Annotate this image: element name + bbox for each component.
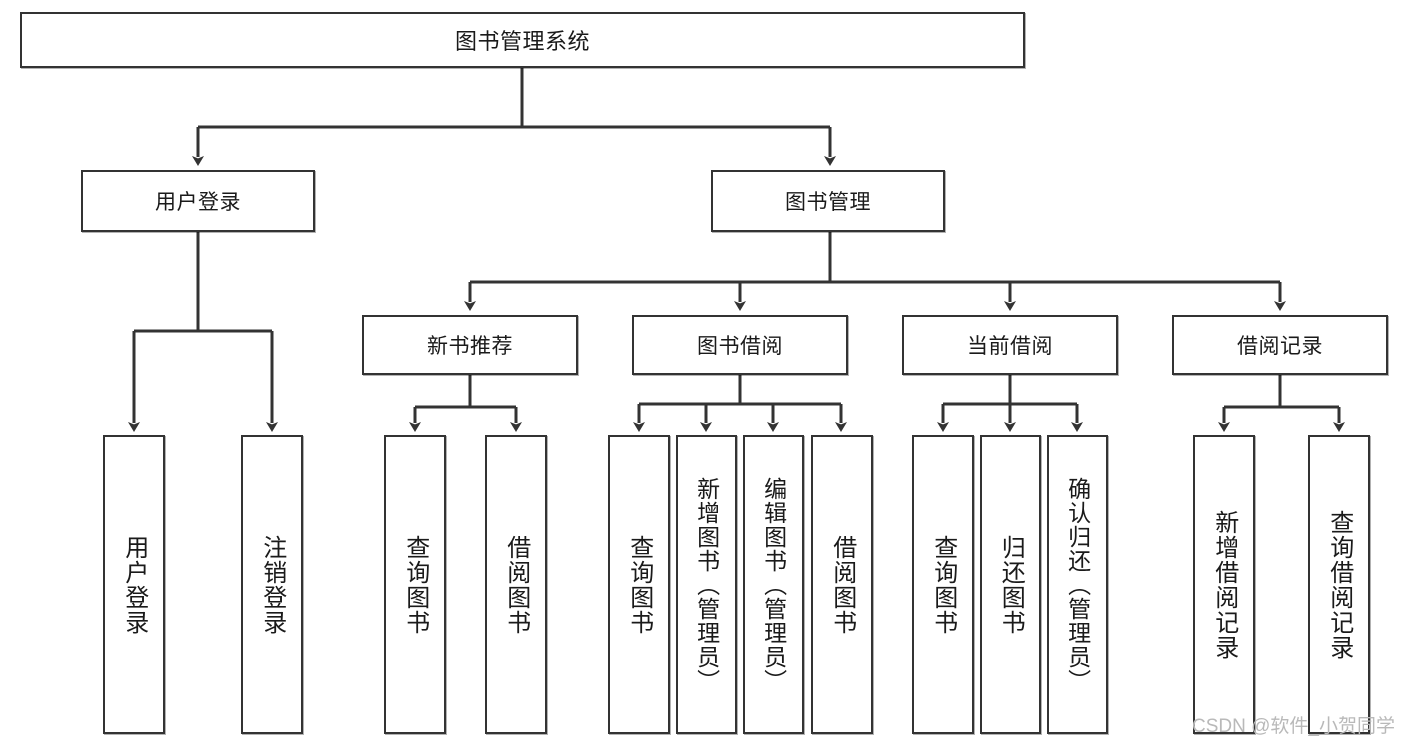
watermark: CSDN @软件_小贺同学 xyxy=(1192,716,1395,737)
node-book-borrow[interactable]: 图书借阅 xyxy=(632,315,848,375)
node-leaf-logout-login[interactable]: 注销登录 xyxy=(241,435,303,734)
node-new-book-recommend[interactable]: 新书推荐 xyxy=(362,315,578,375)
node-leaf-query-book-3[interactable]: 查询图书 xyxy=(912,435,974,734)
node-user-login[interactable]: 用户登录 xyxy=(81,170,315,232)
node-leaf-add-borrow-record[interactable]: 新增借阅记录 xyxy=(1193,435,1255,734)
node-book-management[interactable]: 图书管理 xyxy=(711,170,945,232)
node-leaf-borrow-book-1[interactable]: 借阅图书 xyxy=(485,435,547,734)
node-leaf-edit-book[interactable]: 编辑图书（管理员） xyxy=(743,435,804,734)
node-root[interactable]: 图书管理系统 xyxy=(20,12,1025,68)
node-leaf-return-book[interactable]: 归还图书 xyxy=(980,435,1041,734)
node-leaf-query-book-1[interactable]: 查询图书 xyxy=(384,435,446,734)
node-leaf-borrow-book-2[interactable]: 借阅图书 xyxy=(811,435,873,734)
node-current-borrow[interactable]: 当前借阅 xyxy=(902,315,1118,375)
node-leaf-query-book-2[interactable]: 查询图书 xyxy=(608,435,670,734)
node-borrow-record[interactable]: 借阅记录 xyxy=(1172,315,1388,375)
node-leaf-confirm-return[interactable]: 确认归还（管理员） xyxy=(1047,435,1108,734)
node-leaf-query-borrow-record[interactable]: 查询借阅记录 xyxy=(1308,435,1370,734)
node-leaf-user-login[interactable]: 用户登录 xyxy=(103,435,165,734)
node-leaf-add-book[interactable]: 新增图书（管理员） xyxy=(676,435,737,734)
